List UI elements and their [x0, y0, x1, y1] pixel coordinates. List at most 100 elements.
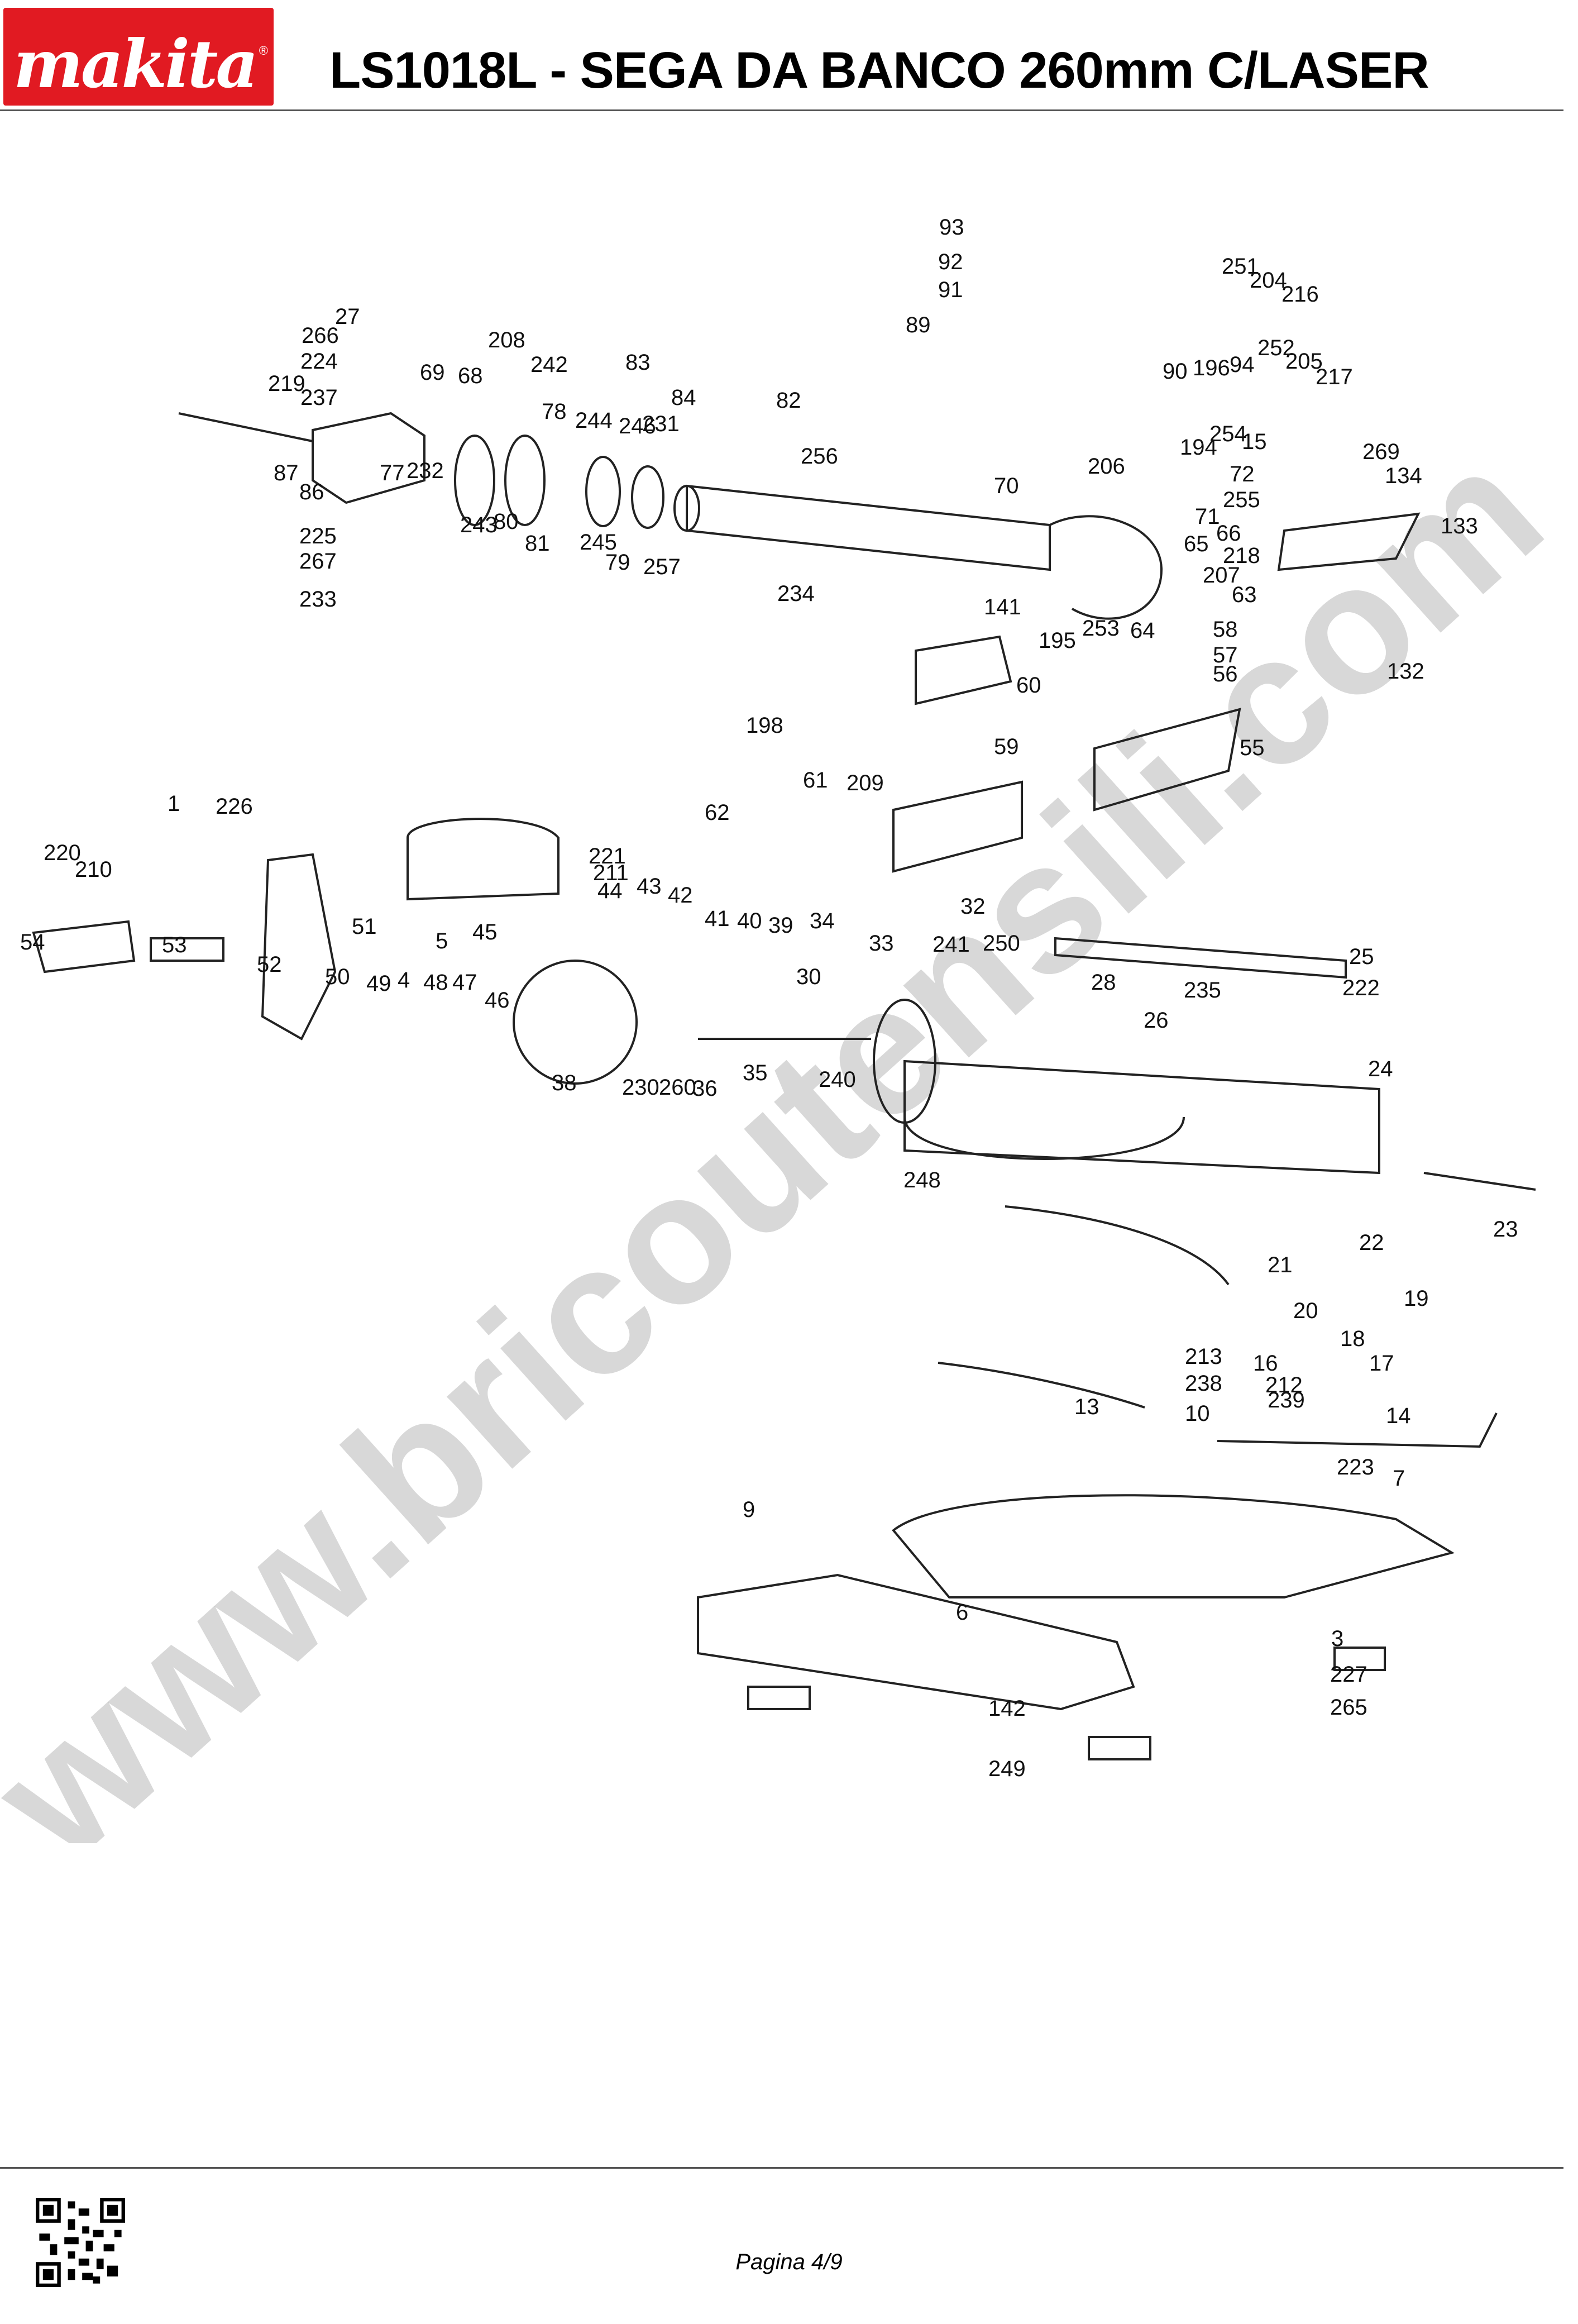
- part-number-label: 18: [1340, 1326, 1365, 1351]
- part-number-label: 60: [1016, 673, 1041, 698]
- slide-rail-70: [686, 484, 1051, 571]
- foot-center: [1088, 1736, 1151, 1760]
- part-number-label: 39: [768, 913, 793, 938]
- part-number-label: 133: [1441, 514, 1478, 538]
- part-number-label: 93: [939, 215, 964, 240]
- motor-housing: [407, 818, 560, 901]
- part-number-label: 62: [705, 800, 730, 825]
- part-number-label: 5: [436, 929, 448, 953]
- part-number-label: 25: [1349, 944, 1374, 969]
- part-number-label: 82: [776, 388, 801, 413]
- handle-rod: [178, 412, 313, 442]
- part-number-label: 84: [671, 385, 696, 410]
- ring-79: [631, 465, 664, 529]
- part-number-label: 83: [625, 350, 651, 375]
- part-number-label: 194: [1180, 435, 1217, 460]
- rail-25: [1054, 937, 1347, 979]
- part-number-label: 237: [300, 385, 338, 410]
- part-number-label: 209: [847, 771, 884, 795]
- part-number-label: 15: [1242, 430, 1267, 454]
- part-number-label: 20: [1293, 1299, 1318, 1323]
- part-number-label: 65: [1184, 532, 1209, 556]
- part-number-label: 26: [1144, 1008, 1169, 1033]
- part-number-label: 55: [1240, 736, 1265, 760]
- part-number-label: 52: [257, 952, 282, 977]
- part-number-label: 4: [398, 968, 410, 992]
- part-number-label: 92: [938, 250, 963, 274]
- part-number-label: 23: [1493, 1217, 1518, 1242]
- part-number-label: 34: [810, 909, 835, 933]
- part-number-label: 212: [1265, 1373, 1303, 1397]
- part-number-label: 9: [743, 1497, 755, 1522]
- part-number-label: 47: [452, 970, 477, 995]
- guard-60: [915, 635, 1012, 705]
- part-number-label: 36: [692, 1076, 718, 1101]
- part-number-label: 227: [1330, 1662, 1367, 1687]
- part-number-label: 242: [530, 352, 568, 377]
- part-number-label: 204: [1250, 268, 1287, 293]
- page-footer: Pagina 4/9: [0, 2156, 1578, 2323]
- part-number-label: 218: [1223, 543, 1260, 568]
- part-number-label: 267: [299, 549, 337, 574]
- laser-cover-133: [1277, 512, 1421, 571]
- part-number-label: 89: [906, 313, 931, 337]
- part-number-label: 14: [1386, 1404, 1411, 1428]
- part-number-label: 46: [485, 988, 510, 1013]
- part-number-label: 226: [216, 794, 253, 819]
- part-number-label: 207: [1203, 563, 1240, 588]
- handle-bar-14: [1217, 1412, 1498, 1448]
- base-6: [697, 1573, 1135, 1711]
- part-number-label: 240: [819, 1067, 856, 1092]
- qr-code-icon: [36, 2198, 125, 2287]
- part-number-label: 53: [162, 933, 187, 957]
- part-number-label: 57: [1213, 643, 1238, 667]
- part-number-label: 253: [1082, 616, 1120, 641]
- footer-divider: [0, 2167, 1563, 2169]
- part-number-label: 19: [1404, 1286, 1429, 1311]
- sleeve-81: [504, 435, 546, 526]
- part-number-label: 246: [619, 414, 656, 438]
- part-number-label: 252: [1257, 336, 1295, 360]
- part-number-label: 24: [1368, 1057, 1393, 1081]
- part-number-label: 256: [801, 444, 838, 469]
- part-number-label: 269: [1362, 440, 1400, 464]
- foot-3: [1333, 1647, 1386, 1671]
- part-number-label: 63: [1232, 583, 1257, 607]
- scale-13-lower: [938, 1362, 1145, 1409]
- part-number-label: 234: [777, 581, 815, 606]
- part-number-label: 94: [1230, 352, 1255, 377]
- part-number-label: 70: [994, 474, 1019, 498]
- part-number-label: 230: [622, 1075, 659, 1100]
- part-number-label: 210: [75, 857, 112, 882]
- part-number-label: 239: [1268, 1388, 1305, 1412]
- part-number-label: 79: [605, 550, 630, 575]
- rail-holder: [1049, 515, 1163, 620]
- part-number-label: 213: [1185, 1344, 1222, 1369]
- turntable: [892, 1494, 1455, 1598]
- part-number-label: 58: [1213, 617, 1238, 642]
- bellows-80: [454, 435, 495, 526]
- part-number-label: 260: [659, 1075, 696, 1100]
- part-number-label: 249: [988, 1757, 1026, 1781]
- foot-left: [747, 1686, 811, 1710]
- logo-registered-mark: ®: [259, 44, 268, 58]
- part-number-label: 33: [869, 931, 894, 956]
- part-number-label: 7: [1393, 1466, 1405, 1491]
- part-number-label: 59: [994, 734, 1019, 759]
- part-number-label: 198: [746, 713, 783, 738]
- panel-55: [1093, 708, 1241, 812]
- table-top: [903, 1116, 1185, 1160]
- part-number-label: 78: [542, 399, 567, 424]
- part-number-label: 81: [525, 531, 550, 556]
- part-number-label: 195: [1039, 628, 1076, 653]
- part-number-label: 216: [1281, 282, 1319, 307]
- part-number-label: 48: [423, 970, 448, 995]
- part-number-label: 244: [575, 408, 613, 433]
- part-number-label: 257: [643, 555, 681, 579]
- part-number-label: 217: [1316, 365, 1353, 389]
- part-number-label: 22: [1359, 1230, 1384, 1255]
- part-number-label: 211: [593, 861, 629, 885]
- part-number-label: 232: [407, 459, 444, 483]
- part-number-label: 13: [1074, 1395, 1099, 1419]
